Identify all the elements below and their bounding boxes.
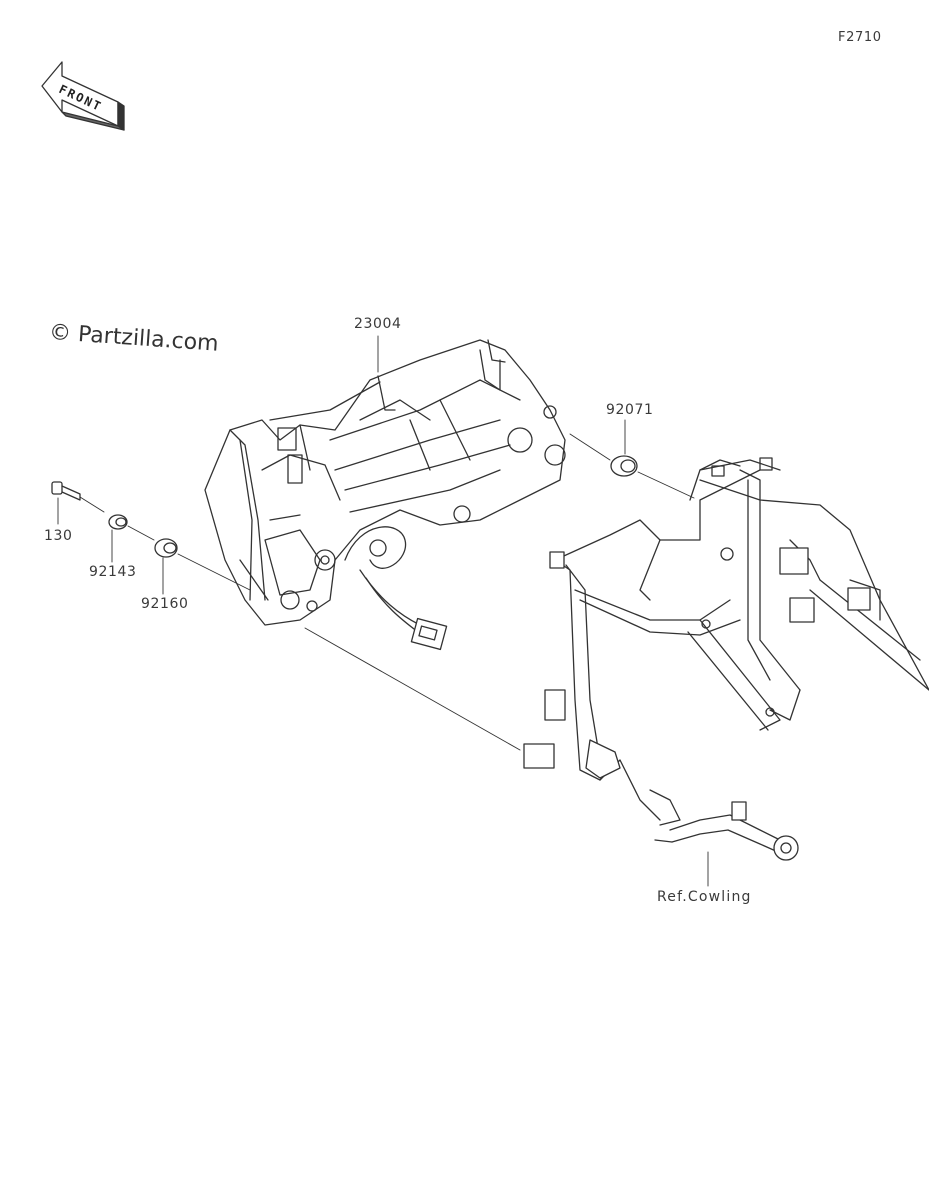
part-number-92160[interactable]: 92160 — [141, 596, 189, 612]
front-arrow-icon — [41, 61, 125, 131]
part-number-92143[interactable]: 92143 — [89, 564, 137, 580]
part-number-92071[interactable]: 92071 — [606, 402, 654, 418]
grommet-92160-drawing — [154, 538, 178, 558]
reference-label-cowling: Ref.Cowling — [657, 889, 752, 905]
grommet-92071-drawing — [610, 455, 638, 477]
collar-92143-drawing — [108, 514, 128, 530]
part-number-130[interactable]: 130 — [44, 528, 73, 544]
headlight-stay-frame-drawing — [523, 457, 929, 861]
leader-lines — [57, 335, 709, 887]
part-number-23004[interactable]: 23004 — [354, 316, 402, 332]
bolt-130-drawing — [51, 481, 81, 501]
diagram-code: F2710 — [838, 30, 882, 45]
headlight-assembly-drawing — [204, 339, 566, 651]
